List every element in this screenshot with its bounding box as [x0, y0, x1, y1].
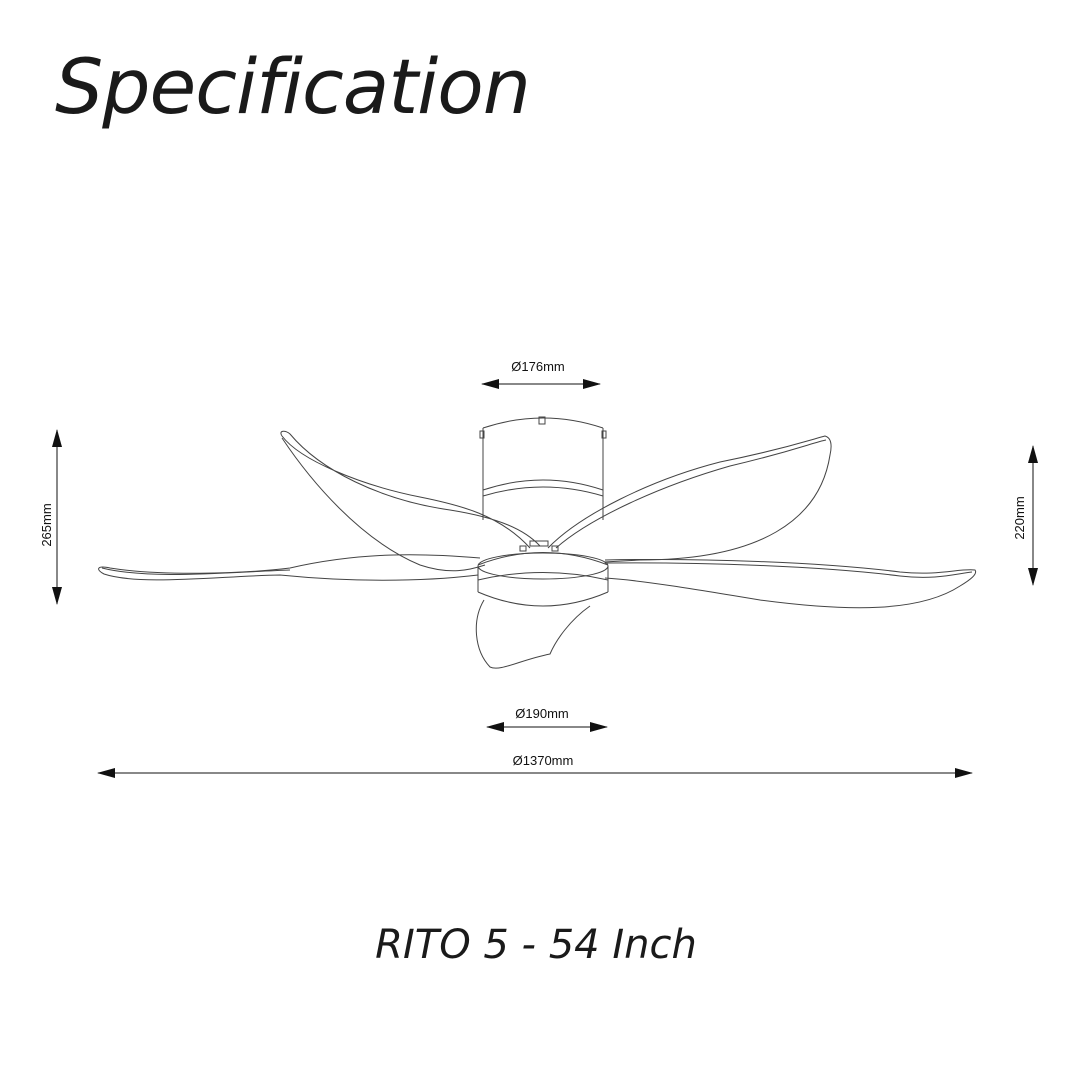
motor-housing: [477, 540, 609, 607]
fan-blades: [98, 430, 977, 669]
blade-back-right: [547, 435, 832, 563]
body-height-label: 220mm: [1012, 496, 1027, 539]
motor-diameter-label: Ø190mm: [515, 706, 568, 721]
canopy: [479, 416, 607, 520]
sweep-diameter-label: Ø1370mm: [513, 753, 574, 768]
blade-back-left: [280, 430, 541, 549]
blade-right: [604, 559, 977, 609]
model-name: RITO 5 - 54 Inch: [375, 922, 697, 968]
canopy-diameter-label: Ø176mm: [511, 359, 564, 374]
ceiling-fan-drawing: [98, 416, 977, 669]
blade-front: [475, 599, 591, 669]
blade-left: [98, 554, 481, 581]
page-title: Specification: [55, 42, 531, 131]
total-height-label: 265mm: [39, 503, 54, 546]
